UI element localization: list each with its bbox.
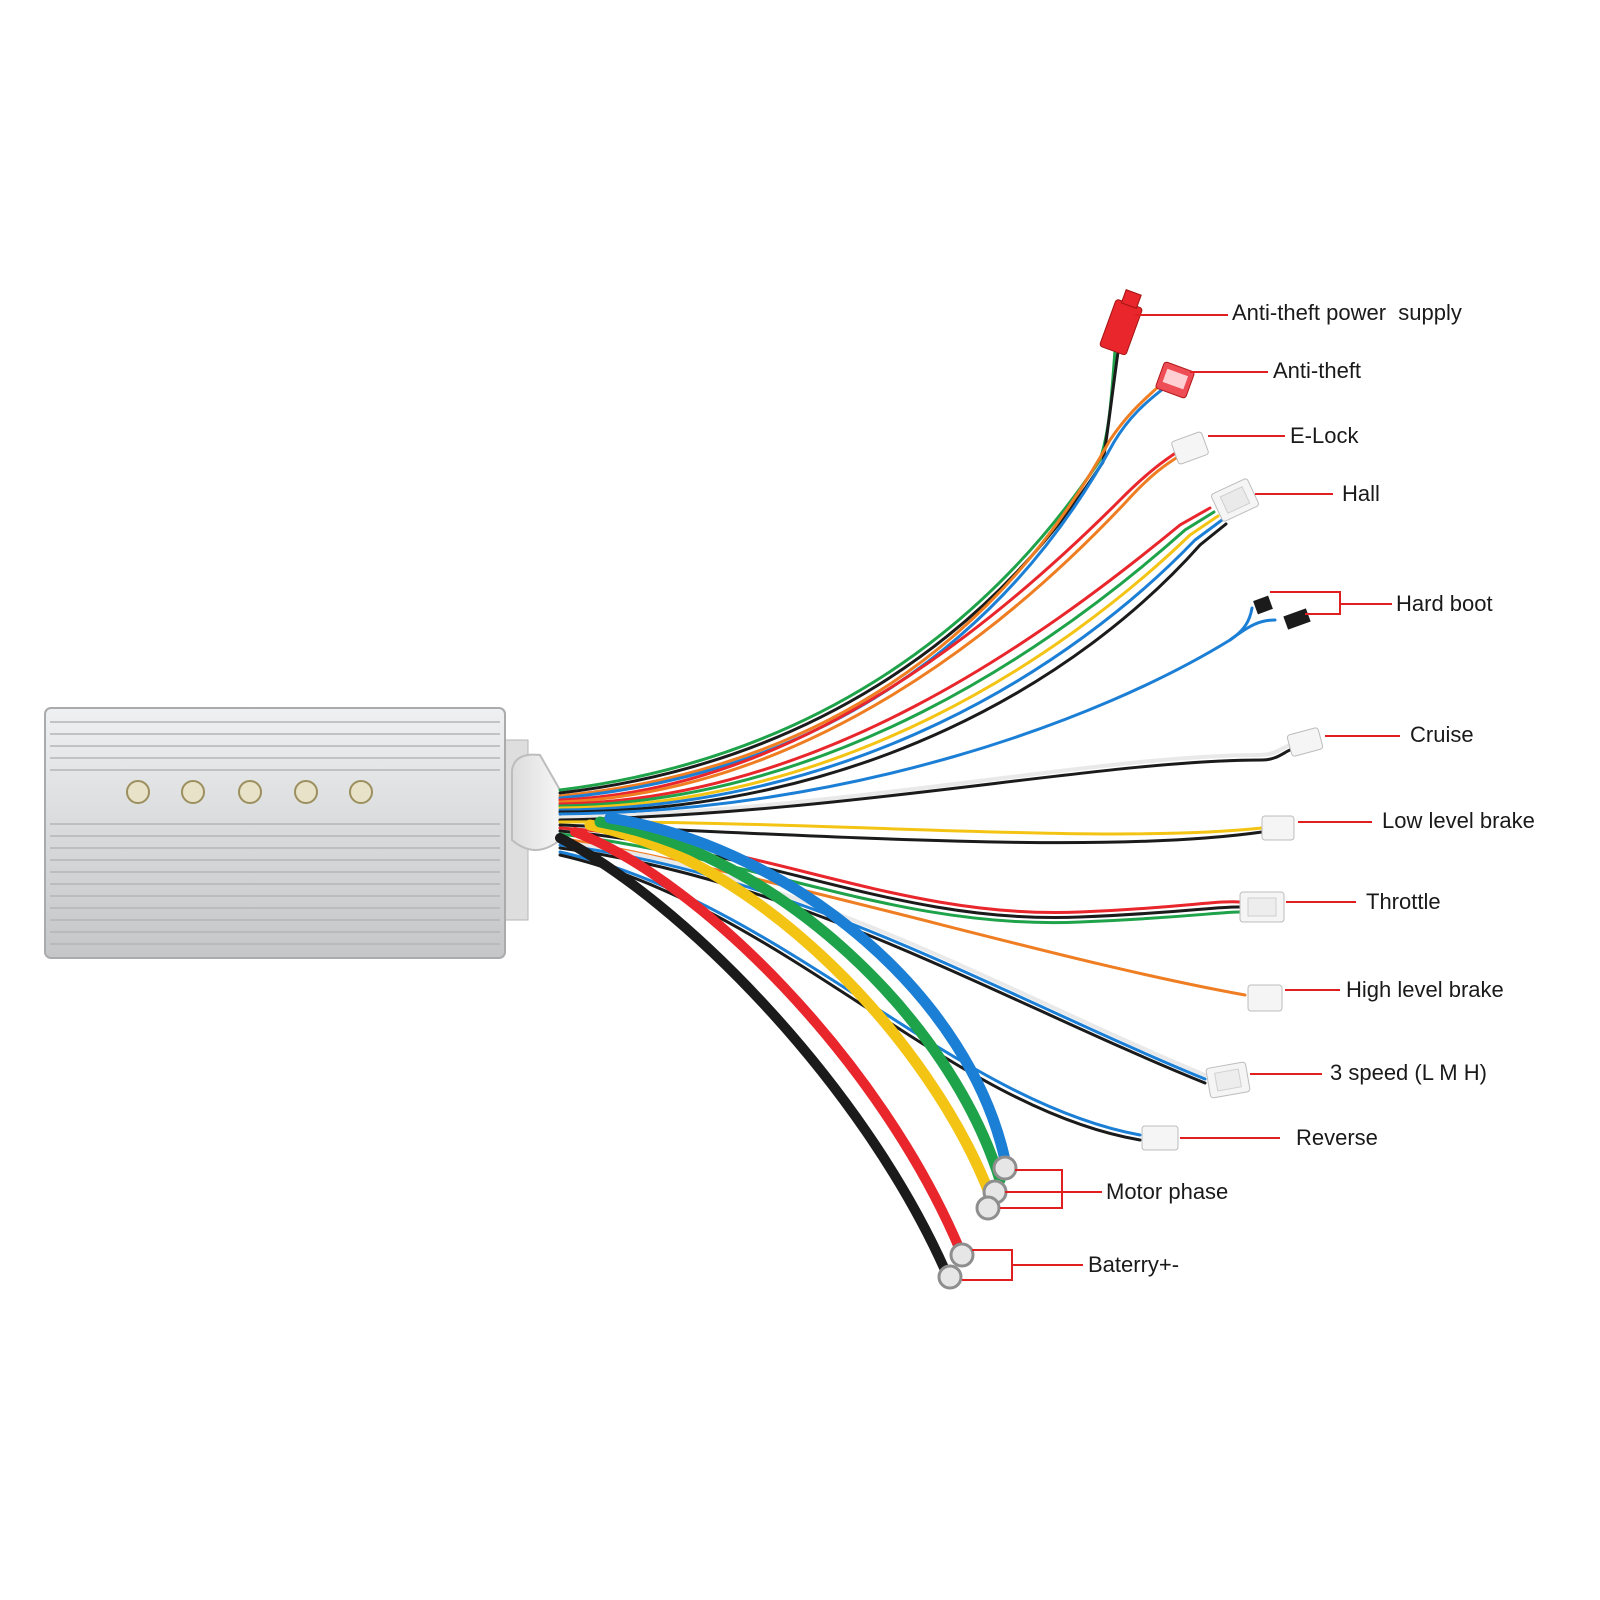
wire-3-speed bbox=[558, 840, 1207, 1077]
label-hall: Hall bbox=[1342, 481, 1380, 506]
label-high-level-brake: High level brake bbox=[1346, 977, 1504, 1002]
label-anti-theft: Anti-theft bbox=[1273, 358, 1362, 383]
signal-wires bbox=[558, 348, 1294, 1142]
wire-reverse bbox=[558, 853, 1142, 1142]
motor-controller bbox=[44, 707, 561, 959]
wire-e-lock bbox=[558, 448, 1182, 802]
wire-hard-boot bbox=[558, 618, 1277, 816]
wire-anti-theft-power bbox=[558, 350, 1120, 795]
ring-terminals-motor-phase bbox=[975, 1155, 1018, 1221]
wire-hall bbox=[558, 510, 1216, 808]
label-reverse: Reverse bbox=[1296, 1125, 1378, 1150]
wire-battery-black bbox=[555, 833, 950, 1275]
connector-high-brake bbox=[1247, 984, 1283, 1012]
ring-terminals-battery bbox=[937, 1242, 975, 1290]
label-hard-boot: Hard boot bbox=[1396, 591, 1493, 616]
controller-screws bbox=[126, 780, 373, 804]
connector-low-brake bbox=[1261, 815, 1295, 841]
connector-reverse bbox=[1141, 1125, 1179, 1151]
connector-cruise bbox=[1286, 727, 1324, 757]
wire-battery-red bbox=[570, 827, 965, 1255]
label-low-level-brake: Low level brake bbox=[1382, 808, 1535, 833]
wire-hall bbox=[558, 518, 1224, 812]
label-e-lock: E-Lock bbox=[1290, 423, 1359, 448]
heatsink-fins bbox=[50, 721, 500, 945]
screw bbox=[126, 780, 150, 804]
label-throttle: Throttle bbox=[1366, 889, 1441, 914]
connectors bbox=[937, 289, 1324, 1290]
wire-3-speed bbox=[558, 843, 1207, 1081]
wire-cruise bbox=[558, 747, 1294, 822]
wire-hall bbox=[558, 514, 1220, 810]
wire-cruise bbox=[558, 743, 1292, 820]
wire-hall bbox=[558, 522, 1228, 814]
screw bbox=[181, 780, 205, 804]
connector-e-lock bbox=[1171, 431, 1209, 465]
power-wires bbox=[555, 812, 1011, 1275]
label-motor-phase: Motor phase bbox=[1106, 1179, 1229, 1204]
wire-anti-theft-power bbox=[558, 348, 1117, 792]
callout-motor-phase bbox=[1000, 1169, 1063, 1209]
connector-hall bbox=[1211, 478, 1259, 522]
screw bbox=[349, 780, 373, 804]
connector-anti-theft-power bbox=[1099, 289, 1143, 356]
wire-anti-theft bbox=[558, 386, 1166, 800]
screw bbox=[294, 780, 318, 804]
wire-phase-blue bbox=[604, 812, 1011, 1166]
label-3-speed: 3 speed (L M H) bbox=[1330, 1060, 1487, 1085]
wire-phase-yellow bbox=[584, 819, 996, 1201]
connector-3-speed bbox=[1205, 1061, 1251, 1099]
label-cruise: Cruise bbox=[1410, 722, 1474, 747]
connector-throttle bbox=[1239, 891, 1285, 923]
label-anti-theft-power-supply: Anti-theft power supply bbox=[1232, 300, 1462, 325]
wire-anti-theft bbox=[558, 383, 1162, 798]
wire-3-speed bbox=[558, 846, 1207, 1085]
connector-hard-boot bbox=[1253, 595, 1311, 630]
cable-grommet bbox=[511, 753, 561, 851]
wire-hall bbox=[558, 506, 1212, 806]
wire-e-lock bbox=[558, 451, 1186, 804]
wire-hard-boot bbox=[1228, 606, 1254, 642]
connector-anti-theft bbox=[1155, 361, 1195, 399]
label-battery: Baterry+- bbox=[1088, 1252, 1180, 1277]
callout-lines bbox=[962, 314, 1400, 1281]
wire-low-brake bbox=[558, 820, 1264, 836]
screw bbox=[238, 780, 262, 804]
wire-phase-green bbox=[594, 816, 1006, 1186]
